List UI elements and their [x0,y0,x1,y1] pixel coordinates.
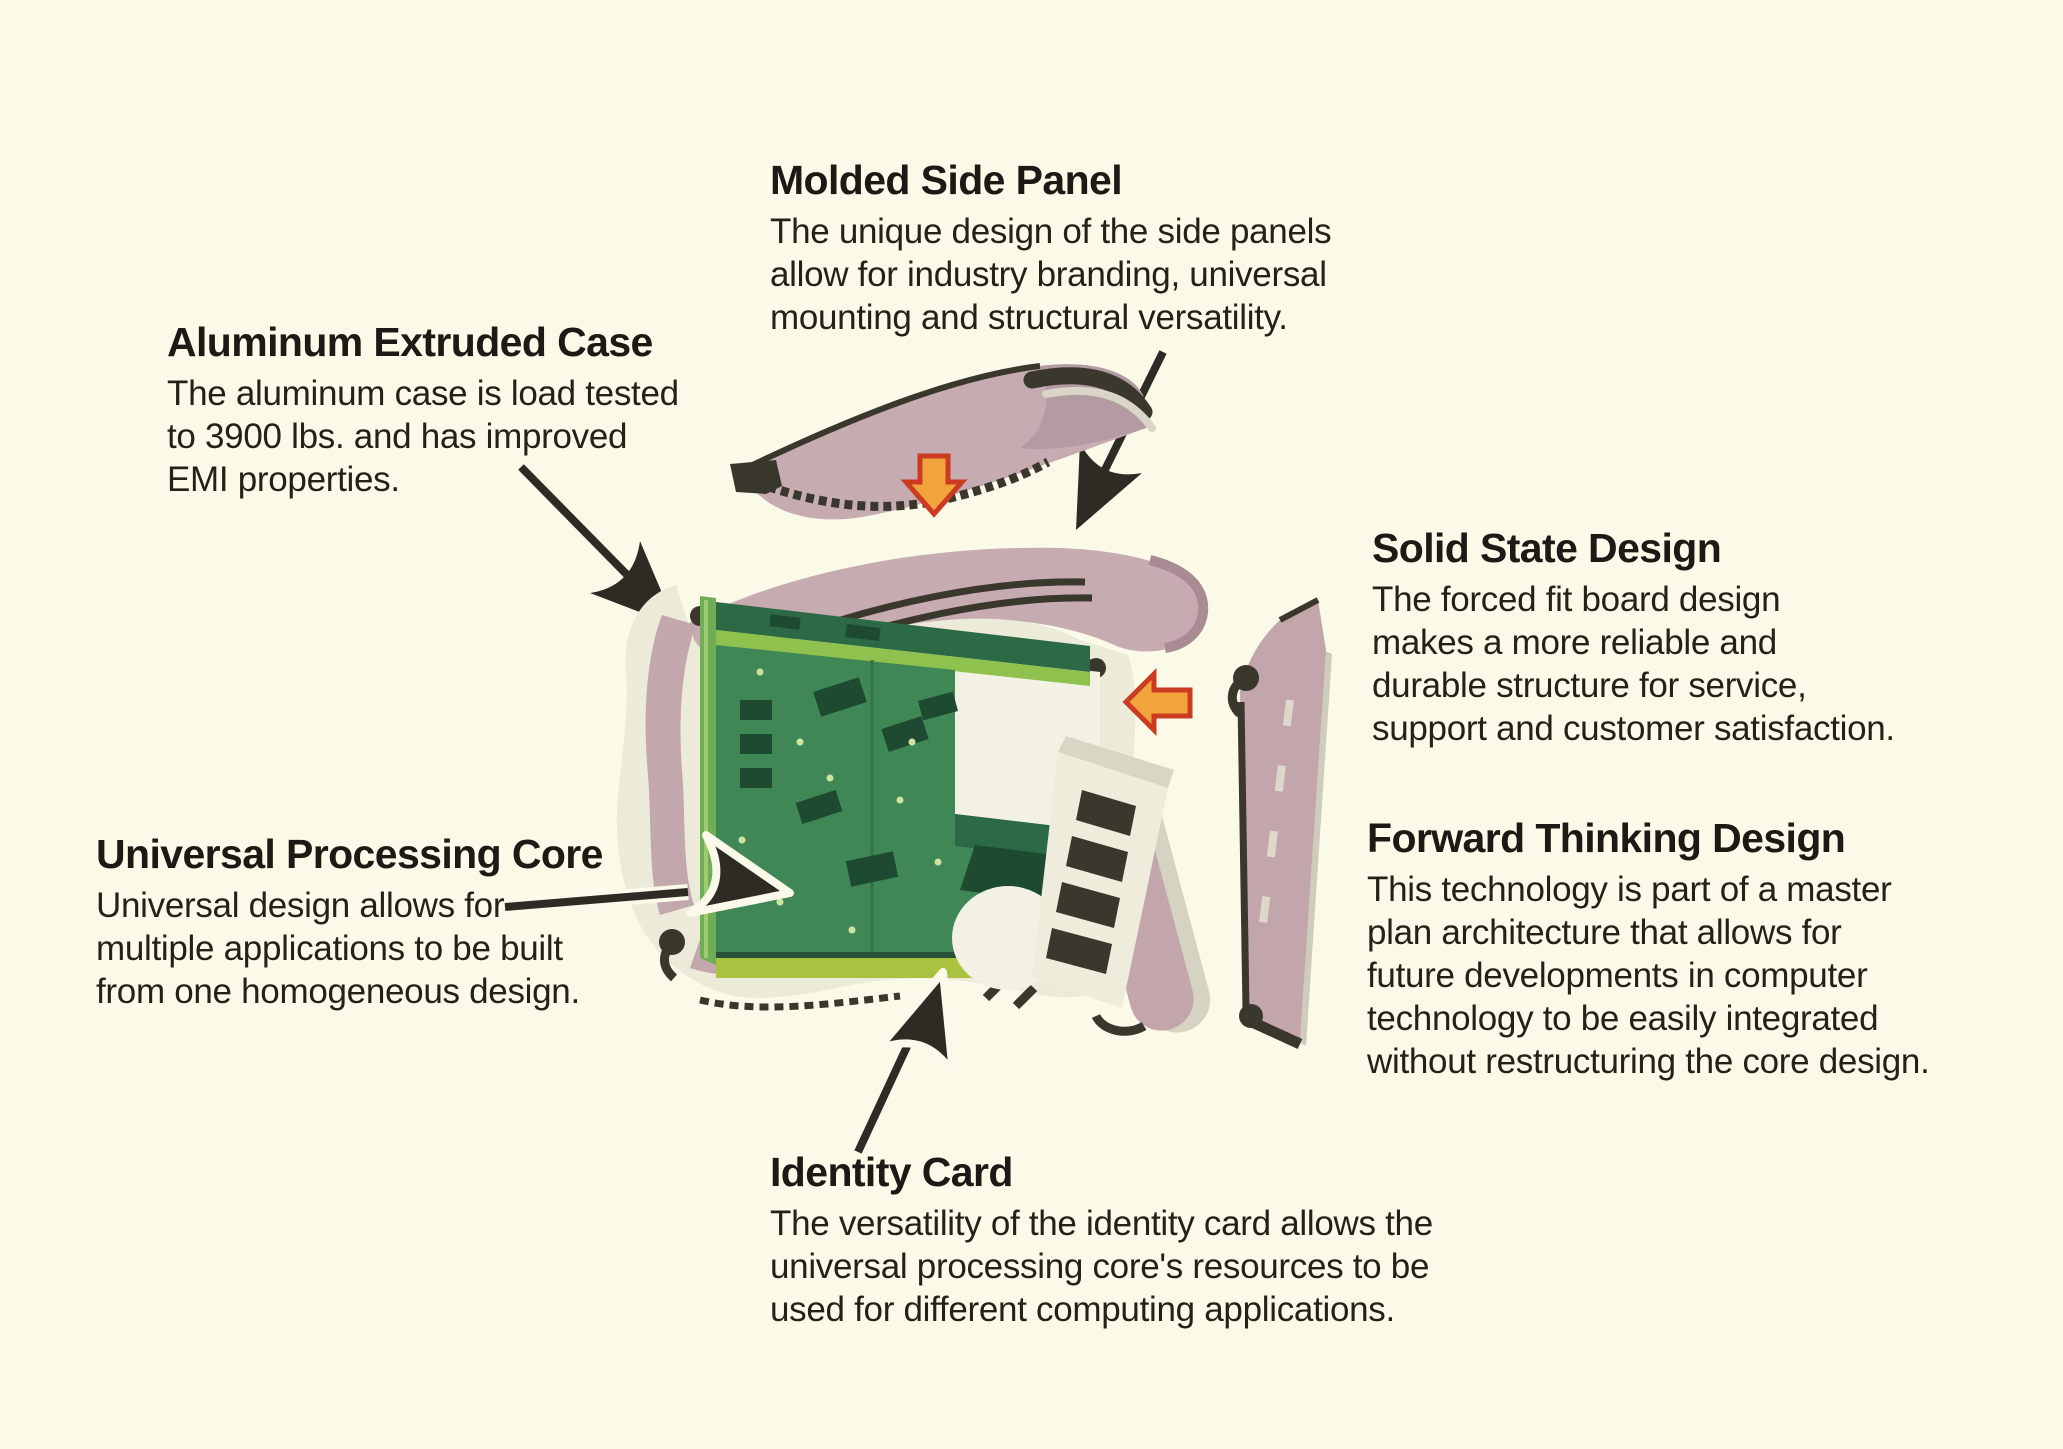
annotation-title: Solid State Design [1372,525,1722,571]
aluminum-extruded-case [616,547,1211,1036]
annotation-title: Forward Thinking Design [1367,815,1846,861]
annotation-line: to 3900 lbs. and has improved [167,417,628,456]
annotation-line: plan architecture that allows for [1367,913,1842,952]
annotation-line: This technology is part of a master [1367,870,1892,909]
assembly-arrow-down-icon [900,453,968,518]
annotation-title: Identity Card [770,1149,1013,1195]
annotation-forward-thinking-design: Forward Thinking Design This technology … [1367,816,1930,1083]
bracket-slots [1046,790,1136,974]
annotation-line: durable structure for service, [1372,666,1807,705]
annotation-line: The versatility of the identity card all… [770,1204,1433,1243]
annotation-line: allow for industry branding, universal [770,255,1327,294]
annotation-line: Universal design allows for [96,886,505,925]
annotation-line: mounting and structural versatility. [770,298,1288,337]
annotation-title: Universal Processing Core [96,831,603,877]
annotation-line: makes a more reliable and [1372,623,1777,662]
annotation-line: from one homogeneous design. [96,972,580,1011]
annotation-line: technology to be easily integrated [1367,999,1879,1038]
chip-components [740,614,1062,902]
annotation-title: Molded Side Panel [770,157,1123,203]
annotation-arrow-identity-card [850,968,957,1156]
assembly-arrow-left-icon [1122,667,1193,737]
card-guide-bracket [952,736,1211,1036]
annotation-line: The unique design of the side panels [770,212,1332,251]
annotation-line: multiple applications to be built [96,929,563,968]
annotation-line: The aluminum case is load tested [167,374,679,413]
annotation-line: EMI properties. [167,460,400,499]
annotation-title: Aluminum Extruded Case [167,319,653,365]
annotation-line: The forced fit board design [1372,580,1781,619]
annotation-identity-card: Identity Card The versatility of the ide… [770,1150,1433,1331]
annotation-line: used for different computing application… [770,1290,1395,1329]
annotation-line: future developments in computer [1367,956,1868,995]
annotation-molded-side-panel: Molded Side Panel The unique design of t… [770,157,1332,339]
annotation-line: support and customer satisfaction. [1372,709,1895,748]
annotation-line: universal processing core's resources to… [770,1247,1430,1286]
annotation-aluminum-extruded-case: Aluminum Extruded Case The aluminum case… [167,320,679,501]
annotation-line: without restructuring the core design. [1367,1042,1930,1081]
identity-card-side-panel [1227,597,1332,1049]
board-bottom-shadow-line [716,952,1092,958]
annotation-arrow-universal-core [504,831,794,917]
annotation-universal-processing-core: Universal Processing Core Universal desi… [96,832,603,1013]
annotation-solid-state-design: Solid State Design The forced fit board … [1372,526,1895,750]
detached-molded-side-panel [730,363,1156,520]
